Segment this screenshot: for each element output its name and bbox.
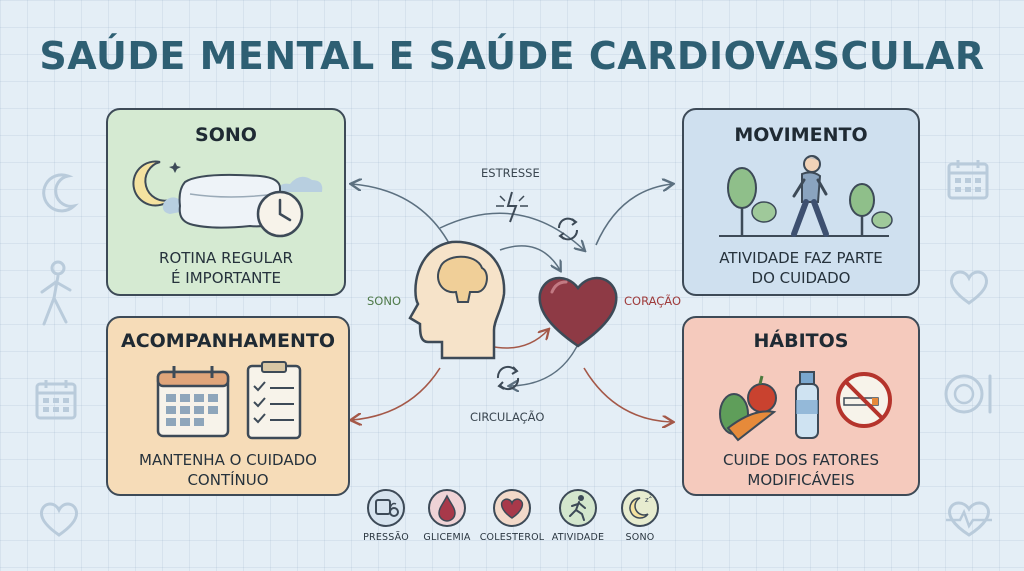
card-title: MOVIMENTO [734,124,868,146]
label-estresse: ESTRESSE [481,166,540,180]
card-description: CUIDE DOS FATORES MODIFICÁVEIS [722,451,880,489]
cycle-arrows-icon [557,217,579,241]
heart-icon [493,489,531,527]
blood-pressure-icon [367,489,405,527]
head-brain-icon [408,240,506,360]
vegetables-water-no-smoking-icon [719,371,892,442]
label-circulacao: CIRCULAÇÃO [470,410,545,424]
card-description: ROTINA REGULAR É IMPORTANTE [159,249,293,287]
bottom-label-sono: SONO [625,532,655,543]
bottom-label-atividade: ATIVIDADE [551,532,605,543]
moon-pillow-clock-icon [132,160,323,238]
bottom-label-glicemia: GLICEMIA [423,532,471,543]
heart-outline-icon [950,270,988,305]
walking-person-trees-icon [719,155,893,237]
moon-icon [42,173,79,213]
heart-icon [538,276,618,348]
bottom-label-pressao: PRESSÃO [363,532,409,543]
plate-icon [944,374,992,414]
card-movimento: MOVIMENTO ATIVIDADE FAZ PARTE DO CUIDADO [682,108,920,296]
card-title: SONO [195,124,257,146]
calendar-checklist-icon [156,361,302,440]
heart-outline-icon [40,502,78,537]
walking-person-icon [40,260,72,326]
calendar-icon [947,160,989,200]
card-habitos: HÁBITOS CUIDE DOS FATORES MODIFICÁVEIS [682,316,920,496]
blood-drop-icon [428,489,466,527]
label-coracao: CORAÇÃO [624,294,682,308]
svg-text:z: z [645,496,649,504]
card-acompanhamento: ACOMPANHAMENTO MANTENHA O CUIDADO CONTÍN… [106,316,350,496]
calendar-icon [35,380,77,420]
running-person-icon [559,489,597,527]
lightning-stress-icon [496,191,528,223]
card-description: MANTENHA O CUIDADO CONTÍNUO [139,451,317,489]
card-title: HÁBITOS [753,330,849,352]
heart-pulse-icon [946,501,992,537]
label-sono: SONO [367,294,402,308]
moon-sleep-icon: z z [621,489,659,527]
cycle-arrows-icon [496,365,520,391]
page-title: SAÚDE MENTAL E SAÚDE CARDIOVASCULAR [39,34,985,78]
card-description: ATIVIDADE FAZ PARTE DO CUIDADO [719,249,883,287]
card-title: ACOMPANHAMENTO [120,330,335,352]
svg-text:z: z [649,493,652,500]
bottom-label-colesterol: COLESTEROL [479,532,545,543]
card-sono: SONO ROTINA REGULAR É IMPORTANTE [106,108,346,296]
